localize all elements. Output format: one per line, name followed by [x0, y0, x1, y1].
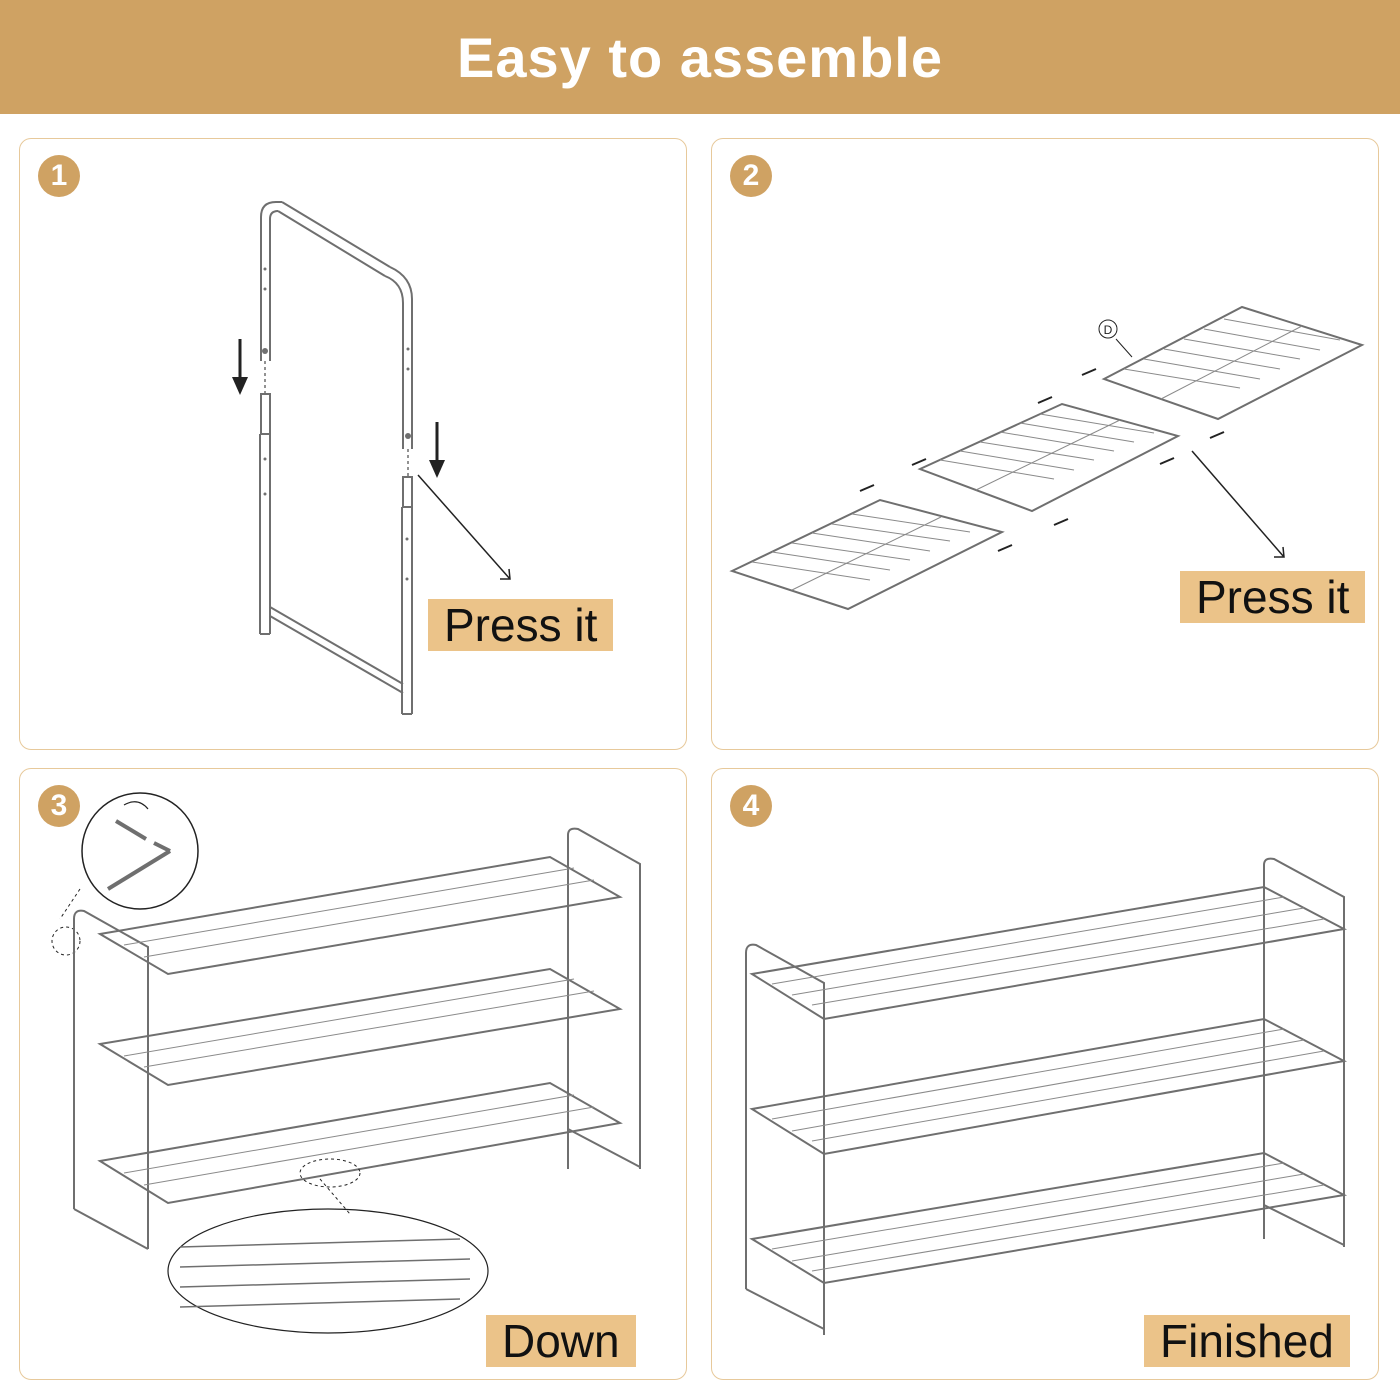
frame-assembly-illustration: [232, 201, 511, 715]
step-1-panel: 1: [19, 138, 687, 750]
step-4-panel: 4 Finished: [711, 768, 1379, 1380]
step-1-badge: 1: [38, 155, 80, 197]
step-2-panel: 2: [711, 138, 1379, 750]
press-it-label: Press it: [1180, 571, 1366, 623]
part-d-marker: D: [1104, 323, 1113, 337]
down-label: Down: [486, 1315, 636, 1367]
page-title: Easy to assemble: [456, 25, 944, 89]
step-4-badge: 4: [730, 785, 772, 827]
step-3-badge: 3: [38, 785, 80, 827]
step-2-badge: 2: [730, 155, 772, 197]
finished-label: Finished: [1144, 1315, 1350, 1367]
shelf-joining-illustration: D: [729, 305, 1365, 611]
finished-rack-illustration: [745, 857, 1348, 1335]
press-it-label: Press it: [428, 599, 614, 651]
screw-fixing-illustration: [51, 792, 641, 1334]
step-3-panel: 3: [19, 768, 687, 1380]
title-banner: Easy to assemble: [0, 0, 1400, 114]
